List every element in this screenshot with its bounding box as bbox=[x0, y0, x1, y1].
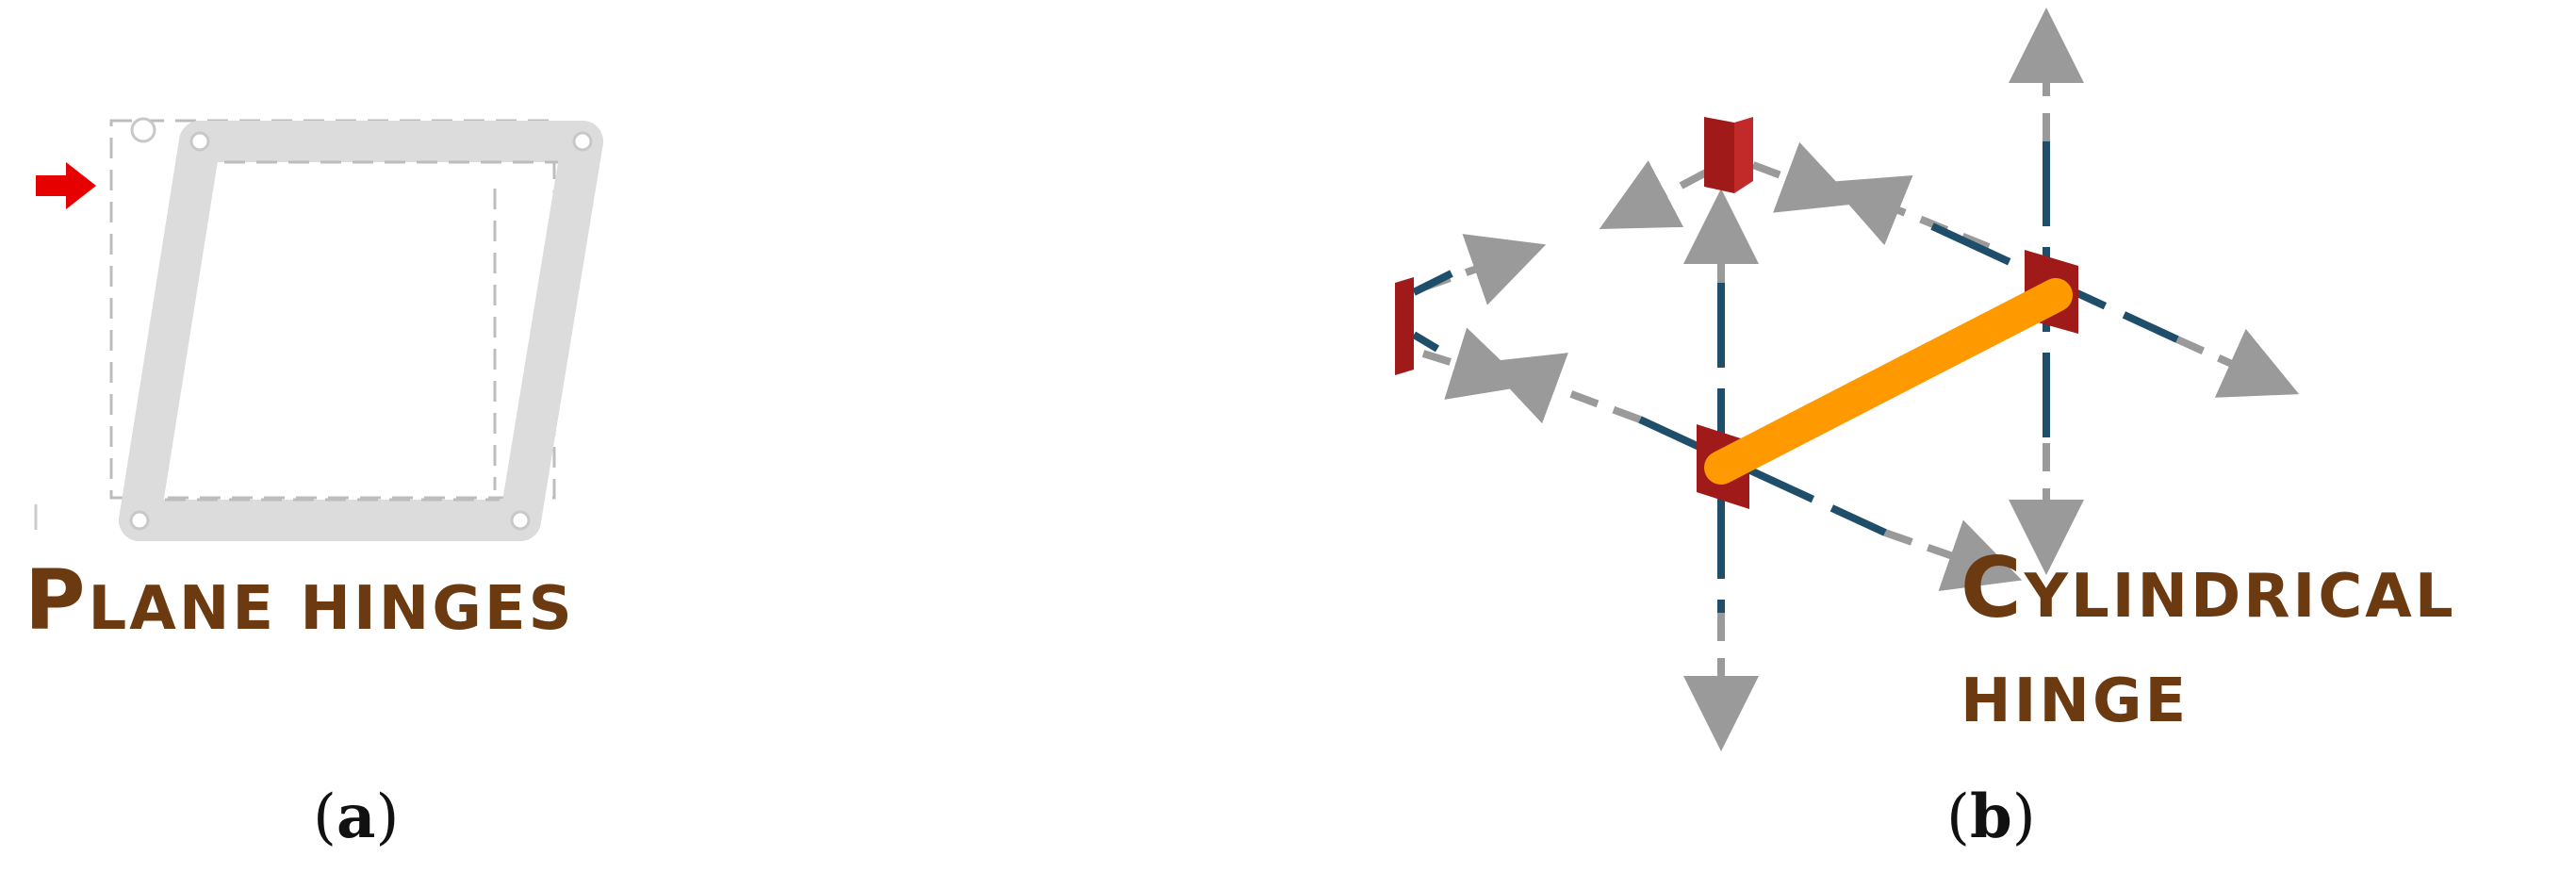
original-pin-top-left bbox=[130, 117, 156, 143]
hinge-pin-bottom-left bbox=[129, 510, 150, 531]
red-arrow-icon bbox=[36, 162, 96, 209]
cylindrical-hinge-diagram bbox=[1395, 8, 2300, 751]
axis-front-horizontal bbox=[1638, 416, 1887, 536]
caption-a: (a) bbox=[313, 782, 400, 852]
caption-b: (b) bbox=[1946, 782, 2036, 852]
plane-hinge-diagram bbox=[34, 117, 603, 541]
frame-left-bar bbox=[119, 121, 221, 541]
cylindrical-hinge-connector bbox=[1704, 278, 2073, 485]
cylindrical-hinge-label-line2: HINGE bbox=[1961, 667, 2190, 736]
panel-plane-hinges: PLANE HINGES (a) bbox=[0, 0, 1225, 889]
panel-cylindrical-hinge: CYLINDRICAL HINGE (b) bbox=[1225, 0, 2576, 889]
hinge-axes bbox=[1411, 141, 2179, 613]
hinge-pin-top-right bbox=[572, 131, 593, 152]
hinge-pin-bottom-right bbox=[510, 510, 531, 531]
frame-right-bar bbox=[500, 121, 603, 541]
dashed-direction-arrows bbox=[1421, 8, 2300, 751]
hinge-pin-top-left bbox=[189, 131, 210, 152]
original-frame-outline bbox=[109, 119, 556, 500]
hinge-plate-left bbox=[1395, 277, 1414, 375]
plane-hinges-label: PLANE HINGES bbox=[25, 552, 575, 649]
cylindrical-hinge-label: CYLINDRICAL bbox=[1961, 539, 2456, 636]
sheared-frame bbox=[119, 121, 603, 541]
hinge-plate-top bbox=[1704, 117, 1734, 193]
